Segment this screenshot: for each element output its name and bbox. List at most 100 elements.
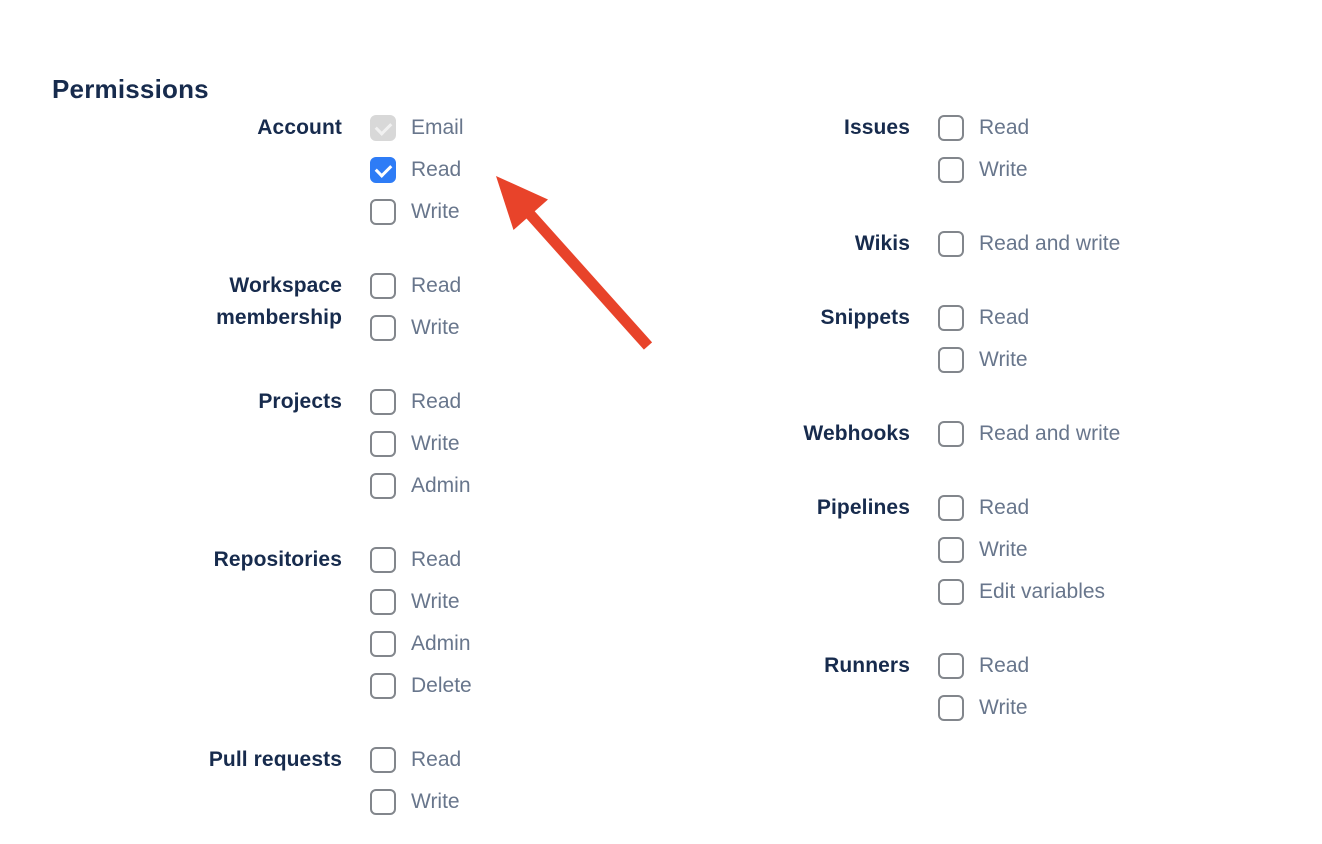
group-label-issues: Issues (844, 116, 910, 139)
perm-item-account-email: Email (370, 107, 464, 149)
checkbox-repositories-read[interactable] (370, 547, 396, 573)
perm-item-pipelines-edit-variables: Edit variables (938, 571, 1105, 613)
perm-item-account-read: Read (370, 149, 464, 191)
label-repositories-write[interactable]: Write (411, 590, 460, 613)
group-workspace-membership: Workspace membership Read Write (52, 265, 472, 349)
group-label-repositories: Repositories (213, 548, 342, 571)
perm-item-pipelines-write: Write (938, 529, 1105, 571)
perm-item-issues-write: Write (938, 149, 1029, 191)
label-runners-read[interactable]: Read (979, 654, 1030, 677)
checkbox-repositories-write[interactable] (370, 589, 396, 615)
perm-item-workspace-membership-write: Write (370, 307, 461, 349)
group-label-account: Account (257, 116, 342, 139)
label-projects-write[interactable]: Write (411, 432, 460, 455)
label-pipelines-write[interactable]: Write (979, 538, 1028, 561)
perm-item-pull-requests-write: Write (370, 781, 461, 823)
checkbox-repositories-delete[interactable] (370, 673, 396, 699)
checkbox-account-read[interactable] (370, 157, 396, 183)
checkbox-snippets-write[interactable] (938, 347, 964, 373)
checkbox-webhooks-read-and-write[interactable] (938, 421, 964, 447)
perm-item-projects-admin: Admin (370, 465, 471, 507)
group-snippets: Snippets Read Write (640, 297, 1120, 381)
label-projects-read[interactable]: Read (411, 390, 462, 413)
checkbox-pull-requests-read[interactable] (370, 747, 396, 773)
checkbox-pipelines-write[interactable] (938, 537, 964, 563)
label-account-write[interactable]: Write (411, 200, 460, 223)
group-label-wikis: Wikis (854, 232, 910, 255)
perm-item-repositories-read: Read (370, 539, 472, 581)
label-workspace-membership-read[interactable]: Read (411, 274, 462, 297)
group-label-runners: Runners (824, 654, 910, 677)
checkbox-workspace-membership-read[interactable] (370, 273, 396, 299)
perm-item-pull-requests-read: Read (370, 739, 461, 781)
permissions-heading: Permissions (52, 73, 209, 104)
label-repositories-delete[interactable]: Delete (411, 674, 472, 697)
group-issues: Issues Read Write (640, 107, 1120, 191)
checkbox-wikis-read-and-write[interactable] (938, 231, 964, 257)
checkbox-snippets-read[interactable] (938, 305, 964, 331)
perm-item-workspace-membership-read: Read (370, 265, 461, 307)
perm-item-wikis-read-and-write: Read and write (938, 223, 1120, 265)
group-wikis: Wikis Read and write (640, 223, 1120, 265)
perm-item-webhooks-read-and-write: Read and write (938, 413, 1120, 455)
checkbox-workspace-membership-write[interactable] (370, 315, 396, 341)
label-repositories-admin[interactable]: Admin (411, 632, 471, 655)
checkbox-runners-read[interactable] (938, 653, 964, 679)
perm-item-runners-read: Read (938, 645, 1029, 687)
label-runners-write[interactable]: Write (979, 696, 1028, 719)
checkbox-pipelines-edit-variables[interactable] (938, 579, 964, 605)
label-snippets-read[interactable]: Read (979, 306, 1030, 329)
checkbox-projects-read[interactable] (370, 389, 396, 415)
checkbox-pipelines-read[interactable] (938, 495, 964, 521)
label-pull-requests-read[interactable]: Read (411, 748, 462, 771)
perm-item-issues-read: Read (938, 107, 1029, 149)
group-label-webhooks: Webhooks (803, 422, 910, 445)
permissions-right-column: Issues Read Write Wikis Read and write (640, 107, 1120, 761)
checkbox-repositories-admin[interactable] (370, 631, 396, 657)
perm-item-repositories-write: Write (370, 581, 472, 623)
group-account: Account Email Read Write (52, 107, 472, 233)
label-repositories-read[interactable]: Read (411, 548, 462, 571)
label-projects-admin[interactable]: Admin (411, 474, 471, 497)
group-label-pipelines: Pipelines (816, 496, 910, 519)
label-workspace-membership-write[interactable]: Write (411, 316, 460, 339)
group-pipelines: Pipelines Read Write Edit variables (640, 487, 1120, 613)
group-label-pull-requests: Pull requests (208, 748, 342, 771)
group-pull-requests: Pull requests Read Write (52, 739, 472, 823)
label-account-email[interactable]: Email (411, 116, 464, 139)
label-wikis-read-and-write[interactable]: Read and write (979, 232, 1121, 255)
perm-item-runners-write: Write (938, 687, 1029, 729)
group-repositories: Repositories Read Write Admin Delete (52, 539, 472, 707)
perm-item-snippets-write: Write (938, 339, 1029, 381)
label-account-read[interactable]: Read (411, 158, 462, 181)
group-label-projects: Projects (258, 390, 342, 413)
group-label-workspace-membership: Workspace membership (216, 274, 342, 329)
label-issues-write[interactable]: Write (979, 158, 1028, 181)
perm-item-projects-read: Read (370, 381, 471, 423)
label-issues-read[interactable]: Read (979, 116, 1030, 139)
group-projects: Projects Read Write Admin (52, 381, 472, 507)
checkbox-issues-write[interactable] (938, 157, 964, 183)
perm-item-repositories-delete: Delete (370, 665, 472, 707)
checkbox-issues-read[interactable] (938, 115, 964, 141)
label-pipelines-read[interactable]: Read (979, 496, 1030, 519)
perm-item-repositories-admin: Admin (370, 623, 472, 665)
perm-item-projects-write: Write (370, 423, 471, 465)
group-label-snippets: Snippets (820, 306, 910, 329)
checkbox-account-email[interactable] (370, 115, 396, 141)
checkbox-projects-write[interactable] (370, 431, 396, 457)
label-pipelines-edit-variables[interactable]: Edit variables (979, 580, 1106, 603)
perm-item-account-write: Write (370, 191, 464, 233)
checkbox-runners-write[interactable] (938, 695, 964, 721)
label-webhooks-read-and-write[interactable]: Read and write (979, 422, 1121, 445)
checkbox-pull-requests-write[interactable] (370, 789, 396, 815)
perm-item-pipelines-read: Read (938, 487, 1105, 529)
group-webhooks: Webhooks Read and write (640, 413, 1120, 455)
label-snippets-write[interactable]: Write (979, 348, 1028, 371)
perm-item-snippets-read: Read (938, 297, 1029, 339)
checkbox-projects-admin[interactable] (370, 473, 396, 499)
label-pull-requests-write[interactable]: Write (411, 790, 460, 813)
checkbox-account-write[interactable] (370, 199, 396, 225)
group-runners: Runners Read Write (640, 645, 1120, 729)
